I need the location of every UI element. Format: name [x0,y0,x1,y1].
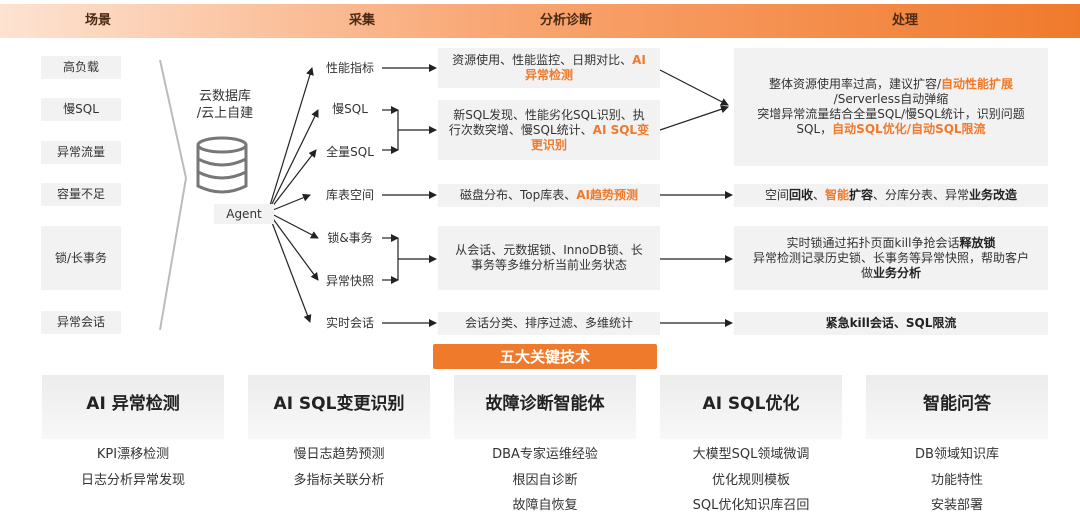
process-p2-smart: 智能 [824,188,849,202]
analysis-sql: 新SQL发现、性能劣化SQL识别、执行次数突增、慢SQL统计、AI SQL变更识… [438,100,660,160]
process-p1-auto-opt: 自动SQL优化 [832,122,907,136]
db-label-line2: /云上自建 [196,106,254,121]
scene-lock-long-txn: 锁/长事务 [41,226,121,290]
analysis-resource-ai: AI [632,53,646,67]
metric-table-space: 库表空间 [325,188,375,202]
process-p1-l1: 整体资源使用率过高，建议扩容/ [768,77,941,91]
analysis-lock-line1: 从会话、元数据锁、InnoDB锁、长 [455,243,643,257]
scene-slow-sql: 慢SQL [41,98,121,121]
process-p1-auto-limit: 自动SQL限流 [911,122,986,136]
card-title: 智能问答 [923,394,991,414]
process-p3-release: 释放锁 [959,235,996,250]
agent-box: Agent [214,204,274,224]
analysis-sql-line3: 更识别 [530,137,567,152]
card-item: 安装部署 [930,498,983,513]
scene-chevron [159,59,188,331]
process-p4-kill: 紧急kill会话 [825,316,894,330]
card-item: 日志分析异常发现 [80,473,185,488]
analysis-resource-anomaly: 异常检测 [524,68,573,82]
analysis-session: 会话分类、排序过滤、多维统计 [438,312,660,335]
card-header-bg [660,375,842,439]
card-header-bg [42,375,224,439]
process-p3-biz: 业务分析 [872,265,921,280]
col-header-scene: 场景 [84,13,112,28]
analysis-sql-ai: AI SQL变 [592,122,650,137]
process-p2-sep: 、 [812,188,825,202]
process-p1-auto-scale: 自动性能扩展 [941,77,1014,91]
col-header-process: 处理 [891,13,919,28]
process-p1-slash: / [906,122,912,136]
analysis-resource-text: 资源使用、性能监控、日期对比、 [452,53,633,67]
analysis-lock-line2: 事务等多维分析当前业务状态 [470,258,627,272]
card-item: 优化规则模板 [711,473,790,488]
process-p2-expand: 扩容 [849,188,874,202]
card-item: 根因自诊断 [512,473,578,488]
metric-full-sql: 全量SQL [326,145,374,159]
card-header-bg [866,375,1048,439]
card-item: SQL优化知识库召回 [692,498,810,513]
tech-card-smart-qa: 智能问答 DB领域知识库 功能特性 安装部署 [866,375,1048,513]
scene-abnormal-traffic: 异常流量 [41,141,121,164]
card-item: 多指标关联分析 [293,473,385,488]
card-item: 功能特性 [930,473,983,488]
card-title: AI SQL优化 [702,394,800,414]
card-item: 慢日志趋势预测 [293,447,385,462]
process-p3-l3: 做 [860,265,873,280]
process-lock: 实时锁通过拓扑页面kill争抢会话释放锁异常检测记录历史锁、长事务等异常快照，帮… [734,226,1048,290]
db-label: 云数据库 /云上自建 [180,88,270,122]
process-p1-l4: SQL， [796,122,833,136]
process-p2-sharding: 、分库分表、异常 [873,188,970,202]
db-label-line1: 云数据库 [198,89,251,104]
card-title: 故障诊断智能体 [485,394,605,414]
tech-card-fault-agent: 故障诊断智能体 DBA专家运维经验 根因自诊断 故障自恢复 [454,375,636,513]
process-p2-a: 空间 [764,188,789,202]
card-item: KPI漂移检测 [96,447,170,462]
metric-snapshot: 异常快照 [325,274,375,288]
tech-card-ai-anomaly: AI 异常检测 KPI漂移检测 日志分析异常发现 [42,375,224,513]
scene-capacity: 容量不足 [41,183,121,206]
key-tech-banner: 五大关键技术 [433,344,657,369]
process-session: 紧急kill会话、SQL限流 [734,312,1048,335]
card-title: AI SQL变更识别 [273,394,405,414]
analysis-space-text: 磁盘分布、Top库表、 [459,188,577,202]
process-p2-reclaim: 回收 [788,188,813,202]
col-header-analyze: 分析诊断 [539,13,593,28]
metric-lock-txn: 锁&事务 [327,231,373,245]
analysis-resource: 资源使用、性能监控、日期对比、AI 异常检测 [438,48,660,88]
header-bar: 场景 采集 分析诊断 处理 [0,4,1080,38]
scene-high-load: 高负载 [41,56,121,79]
card-item: DBA专家运维经验 [492,447,598,462]
process-p3-l1: 实时锁通过拓扑页面kill争抢会话 [786,235,960,250]
tech-card-ai-sql-change: AI SQL变更识别 慢日志趋势预测 多指标关联分析 [248,375,430,513]
analysis-lock: 从会话、元数据锁、InnoDB锁、长事务等多维分析当前业务状态 [438,226,660,290]
process-p1-l2: /Serverless自动弹缩 [833,92,949,106]
analysis-space-ai: AI趋势预测 [576,188,639,202]
card-item: 故障自恢复 [512,498,578,513]
scene-abnormal-session: 异常会话 [41,311,121,334]
card-header-bg [248,375,430,439]
process-space: 空间回收、智能扩容、分库分表、异常业务改造 [734,184,1048,207]
analysis-space: 磁盘分布、Top库表、AI趋势预测 [438,184,660,207]
process-resource-sql: 整体资源使用率过高，建议扩容/自动性能扩展 /Serverless自动弹缩 突增… [734,48,1048,166]
agent-fanout [267,67,319,323]
process-p1-l3: 突增异常流量结合全量SQL/慢SQL统计，识别问题 [757,107,1025,121]
card-item: DB领域知识库 [915,447,999,462]
card-item: 大模型SQL领域微调 [692,447,810,462]
process-p3-l2: 异常检测记录历史锁、长事务等异常快照，帮助客户 [752,250,1029,265]
card-title: AI 异常检测 [86,394,180,414]
metric-performance: 性能指标 [325,61,375,75]
process-p2-biz: 业务改造 [969,188,1018,202]
analysis-sql-line2: 行次数突增、慢SQL统计、 [448,122,593,137]
tech-card-ai-sql-opt: AI SQL优化 大模型SQL领域微调 优化规则模板 SQL优化知识库召回 [660,375,842,513]
metric-slow-sql: 慢SQL [332,102,368,116]
metric-realtime-session: 实时会话 [325,316,375,330]
col-header-collect: 采集 [348,13,376,28]
process-p4-limit: 、SQL限流 [893,316,957,330]
card-header-bg [454,375,636,439]
analysis-sql-line1: 新SQL发现、性能劣化SQL识别、执 [453,107,645,122]
